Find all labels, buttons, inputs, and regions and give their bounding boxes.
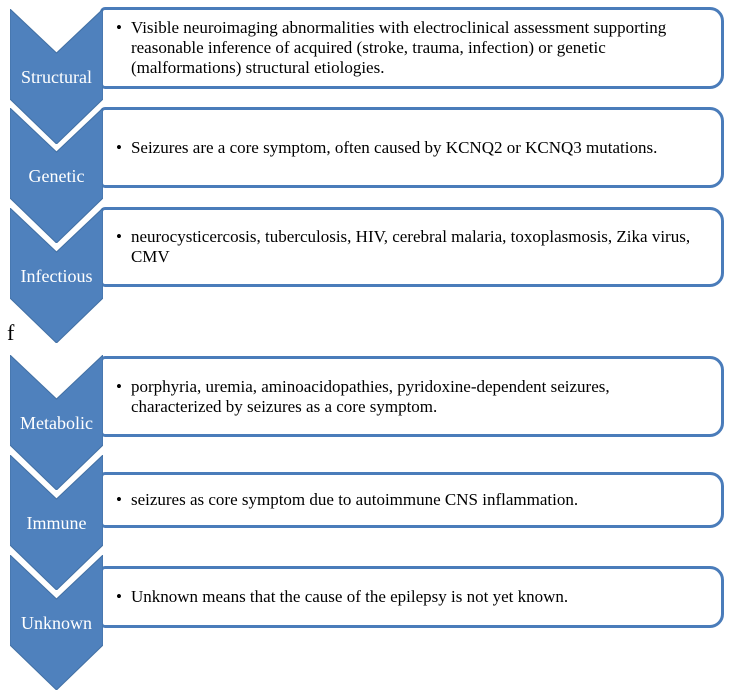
chevron-genetic: Genetic	[10, 108, 103, 243]
chevron-arrow-icon	[10, 108, 103, 243]
etiology-label: Unknown	[21, 612, 92, 633]
etiology-label: Infectious	[20, 265, 93, 286]
bullet-icon: •	[116, 490, 122, 509]
bullet-icon: •	[116, 376, 122, 396]
description-box: • Unknown means that the cause of the ep…	[100, 566, 724, 628]
description-text: porphyria, uremia, aminoacidopathies, py…	[130, 376, 610, 416]
figure-label: f	[7, 320, 15, 345]
chevron-arrow-icon	[10, 455, 103, 590]
chevron-unknown: Unknown	[10, 555, 103, 690]
etiology-label: Genetic	[28, 165, 85, 186]
description-text: Visible neuroimaging abnormalities with …	[130, 18, 667, 77]
description-text: neurocysticercosis, tuberculosis, HIV, c…	[130, 227, 691, 266]
etiology-label: Immune	[26, 512, 87, 533]
description-box: • seizures as core symptom due to autoim…	[100, 472, 724, 528]
bullet-icon: •	[116, 137, 122, 157]
etiology-label: Structural	[21, 66, 92, 87]
chevron-arrow-icon	[10, 208, 103, 343]
chevron-infectious: Infectious	[10, 208, 103, 343]
bullet-icon: •	[116, 227, 122, 246]
chevron-arrow-icon	[10, 355, 103, 490]
chevron-metabolic: Metabolic	[10, 355, 103, 490]
chevron-immune: Immune	[10, 455, 103, 590]
description-box: • porphyria, uremia, aminoacidopathies, …	[100, 356, 724, 437]
bullet-icon: •	[116, 587, 122, 606]
bullet-icon: •	[116, 18, 122, 37]
etiology-label: Metabolic	[20, 412, 93, 433]
description-box: • Visible neuroimaging abnormalities wit…	[100, 7, 724, 89]
chevron-arrow-icon	[10, 9, 103, 144]
chevron-arrow-icon	[10, 555, 103, 690]
description-text: seizures as core symptom due to autoimmu…	[130, 490, 579, 509]
chevron-structural: Structural	[10, 9, 103, 144]
description-box: • Seizures are a core symptom, often cau…	[100, 107, 724, 188]
description-box: • neurocysticercosis, tuberculosis, HIV,…	[100, 207, 724, 287]
description-text: Unknown means that the cause of the epil…	[130, 587, 569, 606]
description-text: Seizures are a core symptom, often cause…	[130, 137, 658, 157]
